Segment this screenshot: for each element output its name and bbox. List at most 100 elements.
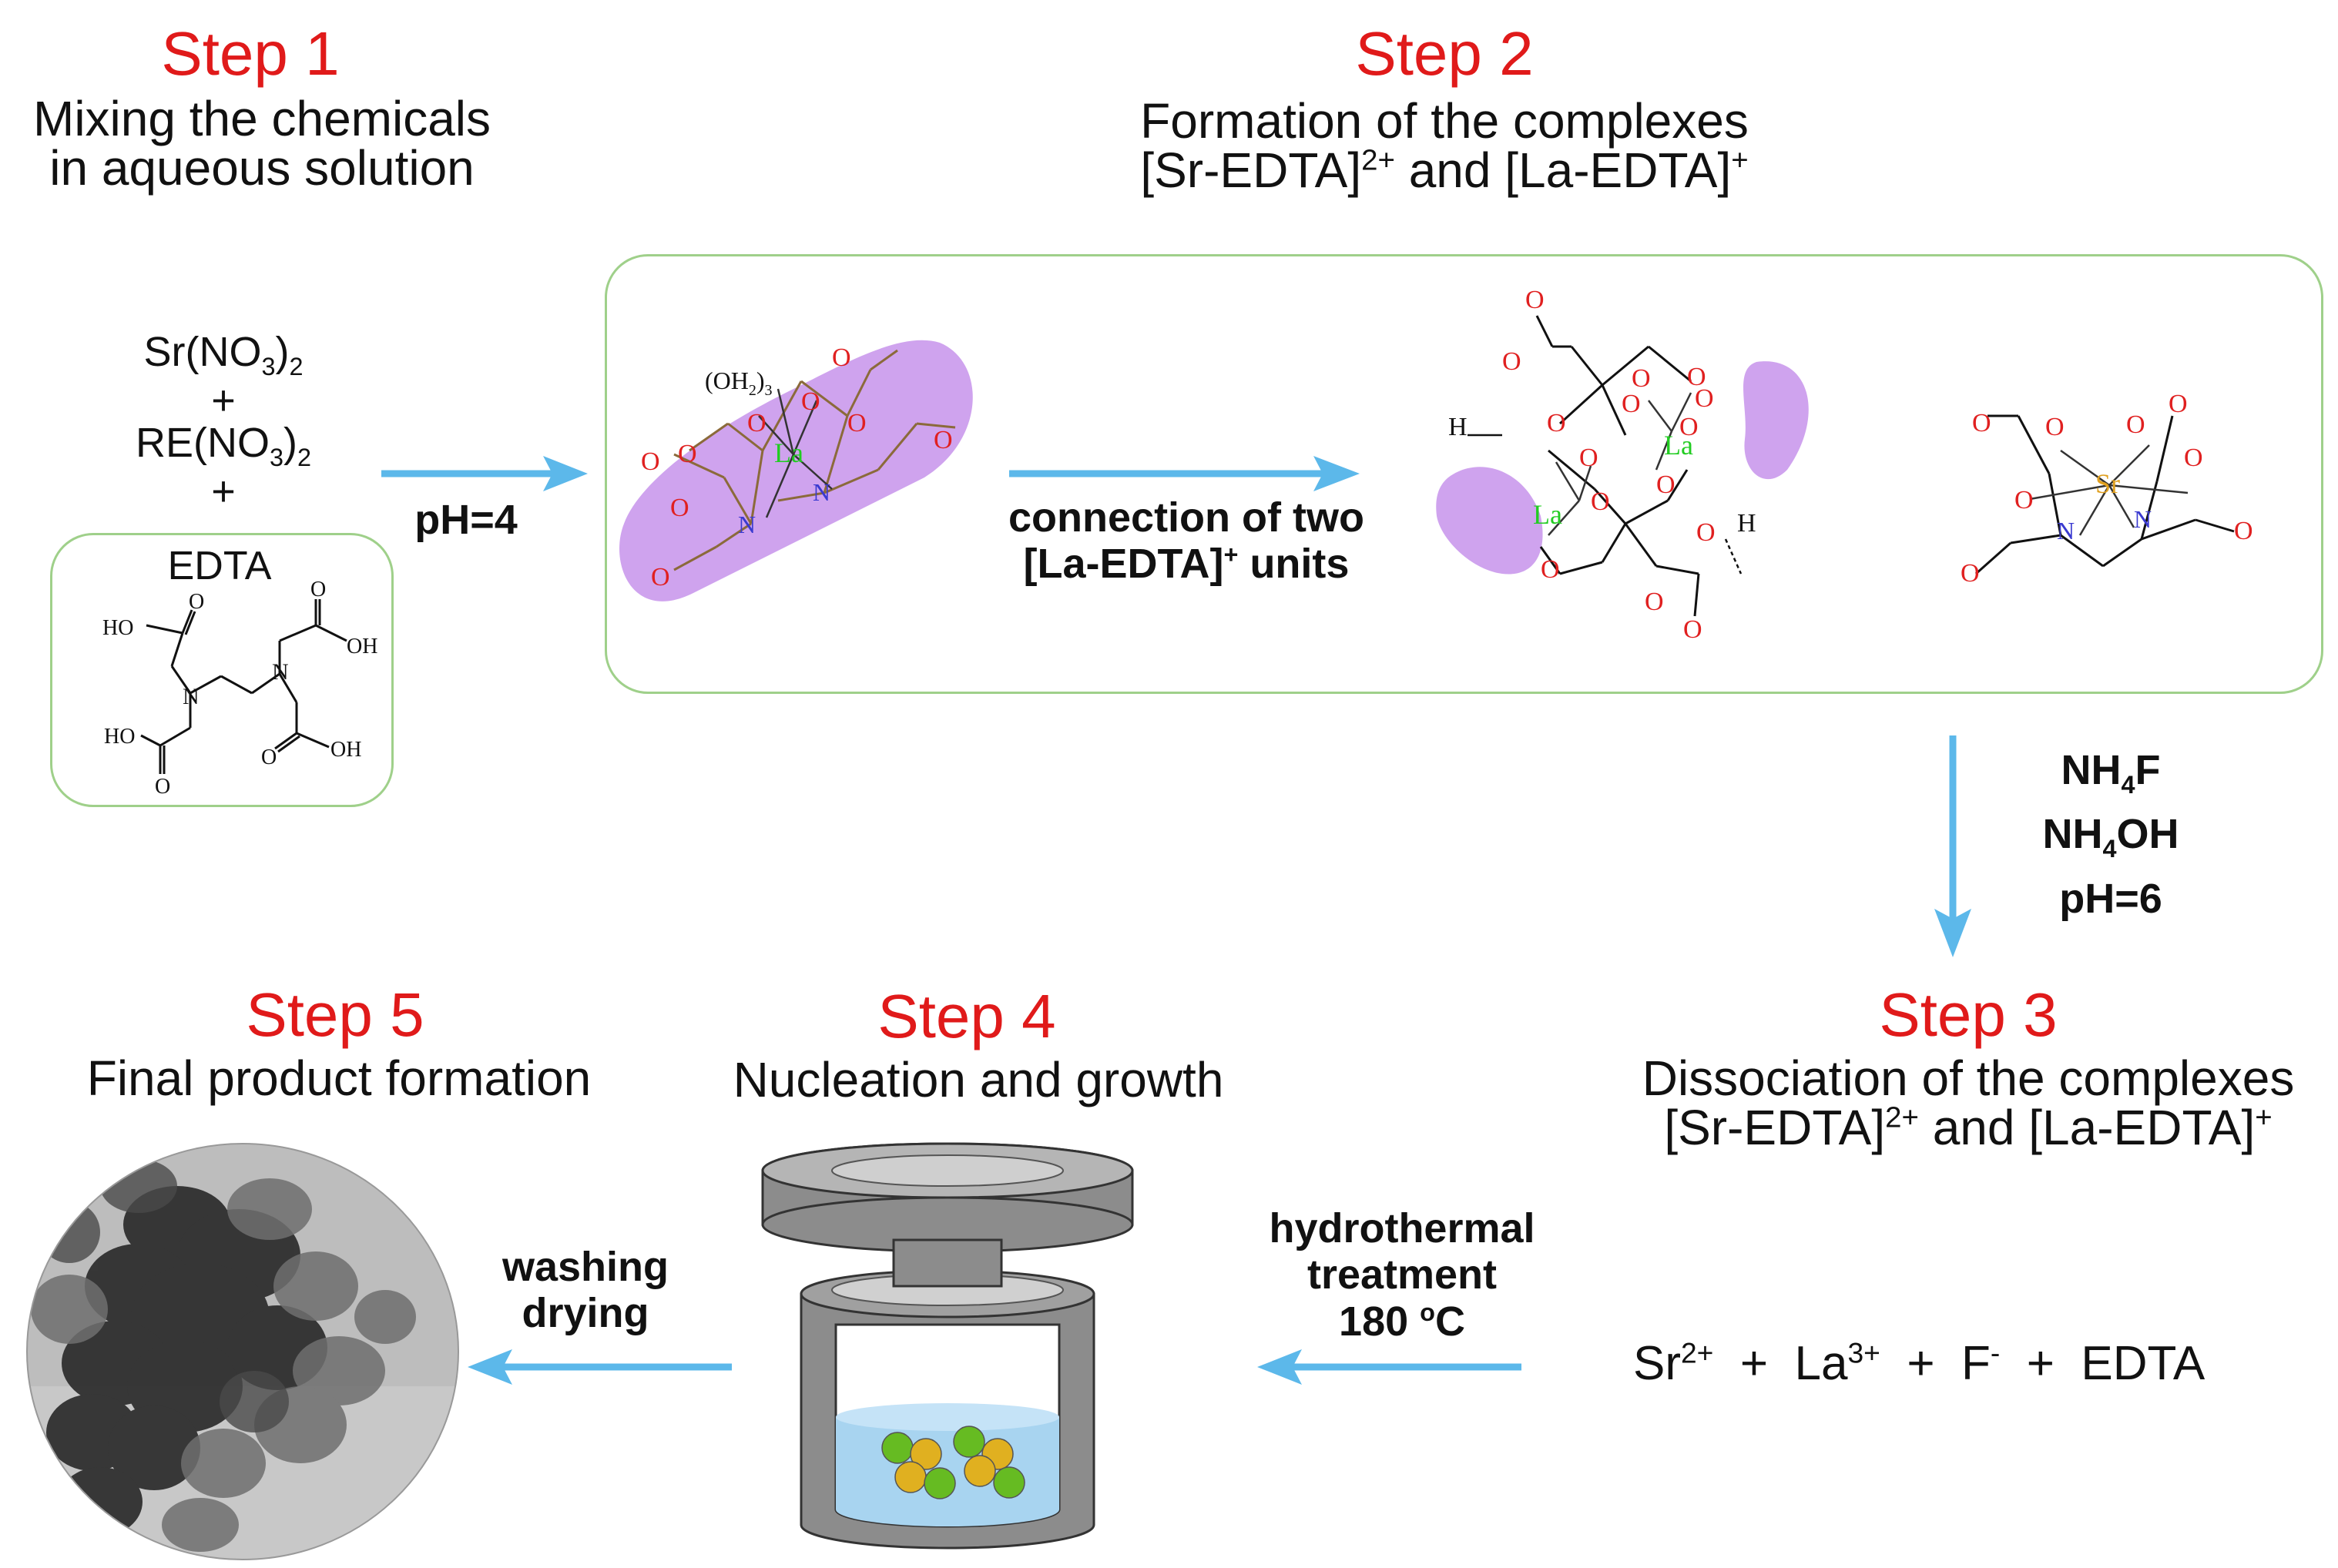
arrow-to-step4 bbox=[1257, 1349, 1521, 1385]
oxygen-label: O bbox=[2234, 517, 2253, 545]
oxygen-label: O bbox=[2045, 413, 2065, 441]
step5-line1: Final product formation bbox=[86, 1050, 592, 1106]
edta-oh-label: OH bbox=[330, 738, 361, 762]
nanoparticle-green bbox=[993, 1466, 1025, 1499]
step2-line1: Formation of the complexes bbox=[1140, 93, 1749, 149]
arrow-to-step2 bbox=[381, 456, 588, 491]
hydrogen-label: H bbox=[1448, 413, 1468, 441]
step3-line2: [Sr-EDTA]2+ and [La-EDTA]+ bbox=[1664, 1100, 2273, 1155]
arrow-to-step3 bbox=[1934, 735, 1971, 957]
autoclave-illustration bbox=[761, 1142, 1134, 1550]
edta-structure: HO O O OH N N HO O O OH bbox=[102, 578, 377, 799]
ph6-label: pH=6 bbox=[2059, 875, 2162, 922]
plus-sign: + bbox=[211, 467, 236, 514]
oxygen-label: O bbox=[847, 409, 867, 437]
reagent-sr-nitrate: Sr(NO3)2 bbox=[143, 329, 304, 380]
oxygen-label: O bbox=[1679, 413, 1699, 441]
step1-line1: Mixing the chemicals bbox=[33, 91, 491, 146]
lanthanum-label: La bbox=[1664, 430, 1693, 461]
reagent-re-nitrate: RE(NO3)2 bbox=[135, 419, 311, 471]
washing-drying-label: washing drying bbox=[501, 1244, 669, 1337]
ph4-label: pH=4 bbox=[414, 497, 518, 543]
complex-formation-box bbox=[605, 254, 2323, 694]
edta-o-label: O bbox=[189, 590, 204, 614]
oxygen-label: O bbox=[1541, 555, 1560, 584]
nanoparticle-yellow bbox=[964, 1455, 996, 1487]
step1-description: Mixing the chemicals in aqueous solution bbox=[8, 94, 516, 193]
edta-box bbox=[50, 533, 394, 807]
nanoparticle-yellow bbox=[894, 1461, 927, 1493]
lanthanum-label: La bbox=[1533, 499, 1562, 530]
nitrogen-label: N bbox=[738, 511, 756, 538]
edta-n-label: N bbox=[183, 684, 200, 709]
edta-oh-label: OH bbox=[347, 635, 377, 658]
oxygen-label: O bbox=[1687, 363, 1706, 391]
la-edta-dimer: O O O O O O O O O O O O O O O H H La La bbox=[1436, 286, 1809, 644]
step3-title: Step 3 bbox=[1879, 980, 2058, 1049]
step1-line2: in aqueous solution bbox=[49, 140, 475, 196]
reagent-list: Sr(NO3)2 + RE(NO3)2 + bbox=[92, 329, 354, 514]
nanoparticle-green bbox=[881, 1432, 914, 1464]
oxygen-label: O bbox=[1632, 364, 1651, 393]
oxygen-label: O bbox=[678, 440, 697, 468]
step1-title: Step 1 bbox=[161, 19, 340, 88]
oxygen-label: O bbox=[651, 563, 670, 591]
nh4oh-label: NH4OH bbox=[2042, 811, 2179, 863]
connection-label: connection of two [La-EDTA]+ units bbox=[1008, 494, 1364, 588]
hydrothermal-label: hydrothermal treatment 180 oC bbox=[1269, 1205, 1535, 1345]
oxygen-label: O bbox=[1502, 347, 1521, 376]
oxygen-label: O bbox=[934, 426, 953, 454]
step3-conditions: NH4F NH4OH pH=6 bbox=[2011, 739, 2211, 930]
lanthanum-label: La bbox=[774, 437, 803, 468]
edta-ho-label: HO bbox=[104, 725, 135, 749]
edta-o-label: O bbox=[261, 745, 277, 769]
oxygen-label: O bbox=[2014, 486, 2034, 514]
oxygen-label: O bbox=[1547, 409, 1566, 437]
nitrogen-label: N bbox=[2134, 505, 2152, 533]
sr-edta-complex: O O O O O O O O Sr N N bbox=[1961, 390, 2253, 588]
step2-description: Formation of the complexes [Sr-EDTA]2+ a… bbox=[1063, 96, 1826, 195]
nh4f-label: NH4F bbox=[2061, 747, 2161, 799]
oxygen-label: O bbox=[1525, 286, 1545, 314]
la-edta-complex: O O O O O O O O O La N N (OH2)3 bbox=[619, 340, 973, 601]
step3-description: Dissociation of the complexes [Sr-EDTA]2… bbox=[1602, 1054, 2334, 1152]
edta-o-label: O bbox=[155, 775, 170, 799]
nanoparticle-green bbox=[953, 1426, 985, 1458]
oxygen-label: O bbox=[2184, 444, 2203, 472]
oxygen-label: O bbox=[1656, 471, 1676, 499]
ion-equation: Sr2+ + La3+ + F- + EDTA bbox=[1633, 1336, 2206, 1390]
oxygen-label: O bbox=[670, 494, 689, 522]
strontium-label: Sr bbox=[2095, 468, 2120, 499]
edta-label: EDTA bbox=[167, 544, 272, 588]
step5-title: Step 5 bbox=[246, 980, 424, 1049]
nitrogen-label: N bbox=[2057, 517, 2075, 544]
oxygen-label: O bbox=[1622, 390, 1641, 418]
nanoparticle-yellow bbox=[910, 1438, 942, 1470]
oxygen-label: O bbox=[2169, 390, 2188, 418]
edta-ho-label: HO bbox=[102, 616, 133, 640]
water-ligand-label: (OH2)3 bbox=[705, 367, 773, 399]
arrow-to-step5 bbox=[468, 1349, 732, 1385]
step4-title: Step 4 bbox=[877, 982, 1056, 1050]
oxygen-label: O bbox=[747, 409, 766, 437]
step4-line1: Nucleation and growth bbox=[733, 1052, 1224, 1107]
oxygen-label: O bbox=[832, 343, 851, 372]
nanoparticle-green bbox=[924, 1467, 956, 1499]
oxygen-label: O bbox=[1591, 487, 1610, 516]
edta-o-label: O bbox=[310, 578, 326, 601]
arrow-connection bbox=[1009, 456, 1360, 491]
oxygen-label: O bbox=[1696, 518, 1716, 547]
oxygen-label: O bbox=[801, 387, 820, 416]
plus-sign: + bbox=[211, 377, 236, 424]
step2-title: Step 2 bbox=[1355, 19, 1534, 88]
oxygen-label: O bbox=[1645, 588, 1664, 616]
tem-micrograph bbox=[26, 1143, 459, 1560]
oxygen-label: O bbox=[1695, 384, 1714, 413]
nitrogen-label: N bbox=[813, 478, 830, 506]
oxygen-label: O bbox=[641, 447, 660, 476]
oxygen-label: O bbox=[1961, 559, 1980, 588]
step2-line2: [Sr-EDTA]2+ and [La-EDTA]+ bbox=[1140, 142, 1749, 198]
edta-n-label: N bbox=[272, 659, 289, 685]
oxygen-label: O bbox=[1683, 615, 1702, 644]
oxygen-label: O bbox=[2126, 410, 2145, 439]
